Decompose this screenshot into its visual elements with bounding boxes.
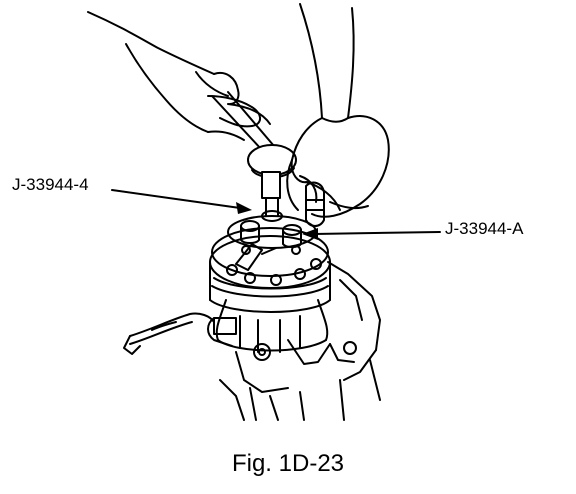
figure-caption: Fig. 1D-23	[231, 450, 345, 477]
callout-j-33944-4: J-33944-4	[12, 175, 89, 194]
engine-bracket	[123, 261, 381, 421]
leader-arrows	[111, 189, 441, 235]
arrow-head-left	[236, 202, 252, 214]
left-hand	[87, 11, 271, 141]
arrow-head-right	[302, 228, 318, 240]
callout-j-33944-a: J-33944-A	[445, 219, 524, 238]
tool-plate	[227, 210, 317, 249]
right-hand	[286, 3, 390, 218]
compressor-body	[209, 227, 331, 353]
refrigerant-fitting	[305, 181, 325, 227]
ratchet-wrench	[211, 91, 297, 227]
